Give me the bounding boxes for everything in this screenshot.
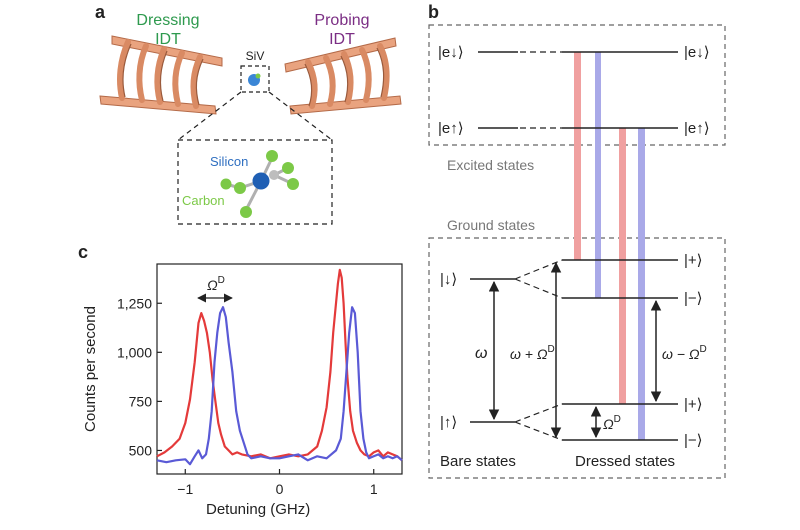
label-e-up-right: |e↑⟩	[684, 120, 710, 137]
transition-bar-blue-1	[595, 52, 601, 298]
carbon-atom	[240, 206, 252, 218]
dressing-idt-label-line2: IDT	[155, 31, 181, 48]
series-line-blue	[156, 306, 403, 466]
label-e-down-left: |e↓⟩	[438, 44, 464, 61]
label-omega-minus: ω − ΩD	[662, 344, 707, 362]
y-axis-label: Counts per second	[82, 306, 99, 432]
vacancy-site	[269, 170, 279, 180]
y-tick-label: 1,000	[117, 344, 152, 360]
x-tick-label: 1	[370, 481, 378, 497]
carbon-label: Carbon	[182, 193, 225, 208]
label-omega: ω	[475, 345, 487, 362]
zoom-line-left	[177, 91, 242, 141]
panel-b: b Excited states Ground states |e↓⟩ |e↓⟩…	[428, 2, 726, 479]
omega-d-annotation: ΩD	[207, 275, 225, 293]
siv-molecule	[220, 150, 299, 218]
y-tick-label: 1,250	[117, 295, 152, 311]
dressing-idt	[99, 35, 223, 115]
label-dressed-minus-bottom: |−⟩	[684, 432, 703, 449]
label-bare-up: |↑⟩	[440, 414, 457, 431]
transition-bar-blue-2	[638, 128, 645, 440]
y-axis-ticks: 500 750 1,000 1,250	[117, 295, 162, 458]
label-dressed-plus-top: |+⟩	[684, 252, 703, 269]
panel-label-b: b	[428, 2, 439, 22]
transition-bar-red-1	[574, 52, 581, 260]
x-tick-label: 0	[276, 481, 284, 497]
series-line-red	[156, 268, 403, 462]
panel-label-c: c	[78, 242, 88, 262]
probing-idt-label-line2: IDT	[329, 31, 355, 48]
probing-idt	[284, 37, 402, 115]
chart-series	[156, 268, 403, 466]
label-dressed-states: Dressed states	[575, 453, 675, 470]
siv-label: SiV	[246, 49, 265, 63]
label-dressed-minus-top: |−⟩	[684, 290, 703, 307]
carbon-atom	[220, 178, 232, 190]
zoom-line-right	[268, 91, 333, 141]
carbon-atom	[266, 150, 278, 162]
y-tick-label: 500	[129, 442, 153, 458]
excited-levels	[478, 51, 678, 129]
silicon-atom	[252, 172, 270, 190]
x-axis-label: Detuning (GHz)	[206, 501, 310, 518]
panel-label-a: a	[95, 2, 106, 22]
energy-arrows	[488, 261, 662, 439]
carbon-atom	[287, 178, 299, 190]
silicon-label: Silicon	[210, 154, 248, 169]
carbon-atom	[282, 162, 294, 174]
ground-states-label: Ground states	[447, 217, 535, 233]
label-omega-d: ΩD	[603, 414, 621, 432]
excited-states-box	[428, 24, 726, 146]
x-axis-ticks: −1 0 1	[177, 469, 378, 497]
siv-carbon-dot	[255, 73, 261, 79]
excited-states-label: Excited states	[447, 157, 534, 173]
siv-marker-box	[240, 65, 270, 93]
ground-levels	[470, 259, 678, 441]
dressing-idt-label-line1: Dressing	[136, 12, 199, 29]
carbon-atom	[234, 182, 246, 194]
label-omega-plus: ω + ΩD	[510, 344, 555, 362]
transition-bar-red-2	[619, 128, 626, 404]
panel-a: a Dressing IDT Probing IDT	[95, 2, 402, 225]
label-bare-states: Bare states	[440, 453, 516, 470]
label-e-up-left: |e↑⟩	[438, 120, 464, 137]
label-dressed-plus-bottom: |+⟩	[684, 396, 703, 413]
probing-idt-label-line1: Probing	[314, 12, 369, 29]
panel-c: c 500 750 1,000 1,250 −1 0 1 Detuning (GHz) C…	[78, 242, 403, 518]
y-tick-label: 750	[129, 393, 153, 409]
x-tick-label: −1	[177, 481, 193, 497]
transition-bars	[574, 52, 645, 440]
label-e-down-right: |e↓⟩	[684, 44, 710, 61]
label-bare-down: |↓⟩	[440, 271, 457, 288]
